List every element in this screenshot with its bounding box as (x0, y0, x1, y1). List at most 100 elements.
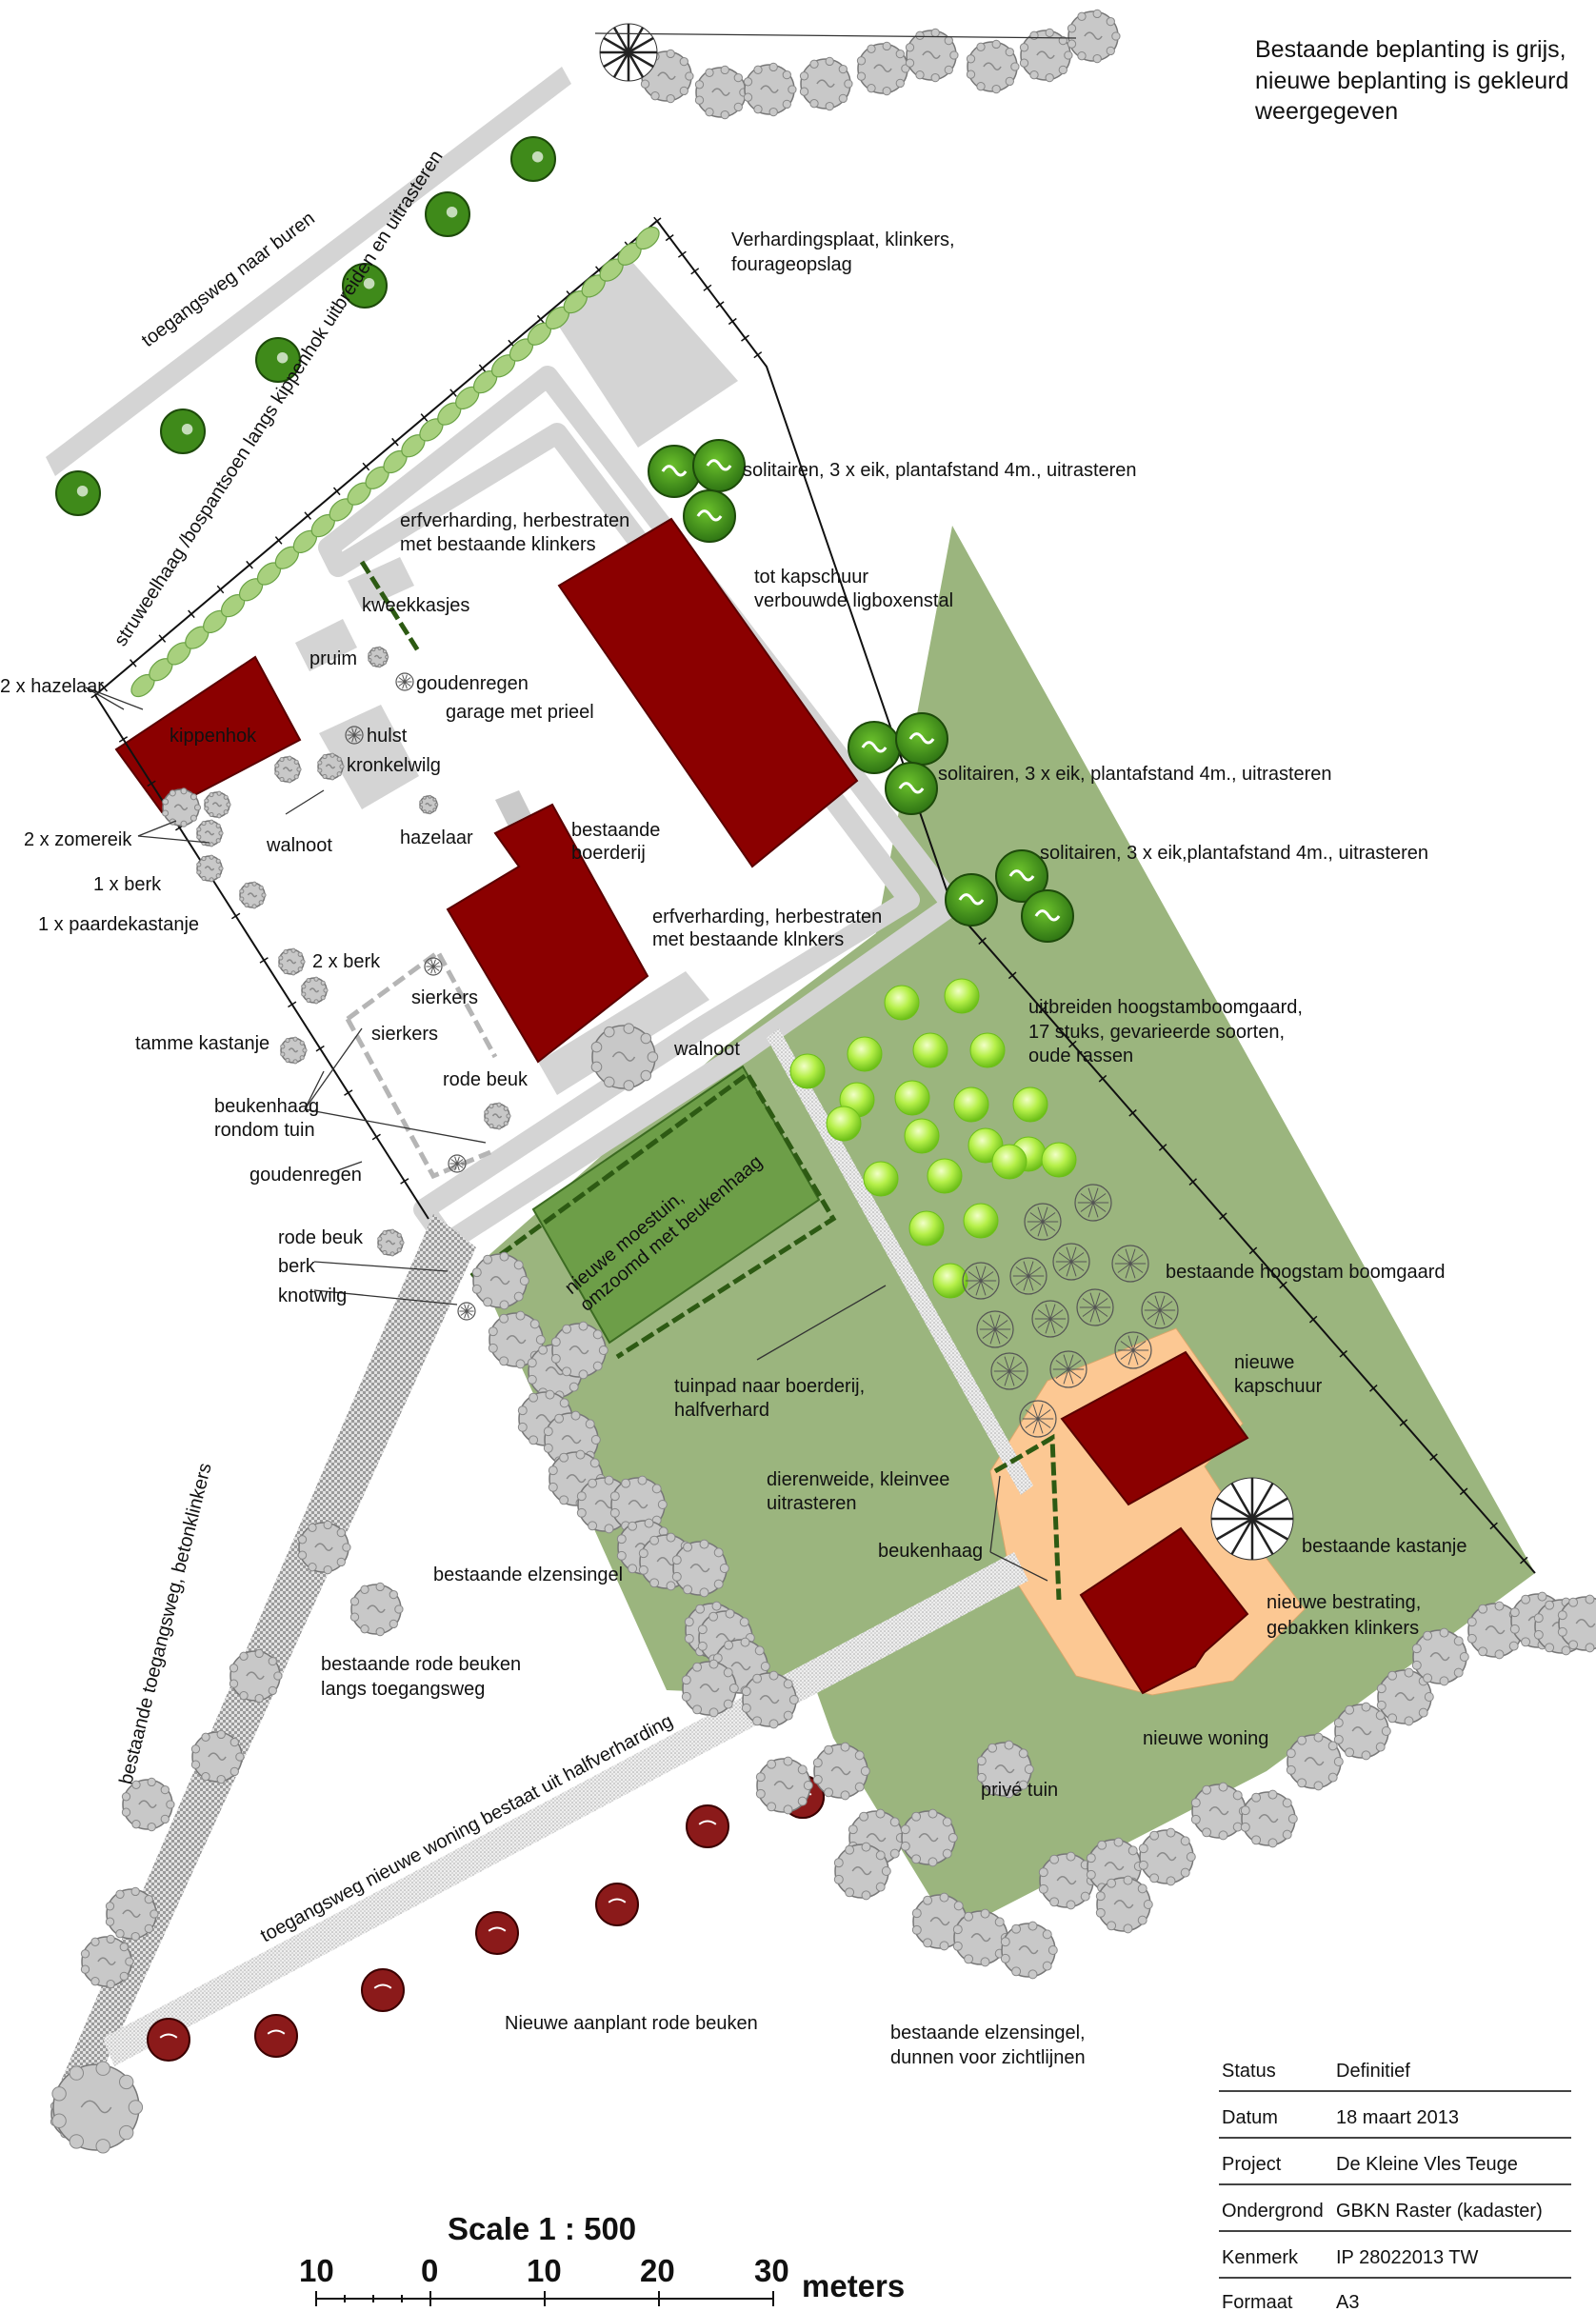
label-erfverharding-2a: erfverharding, herbestraten (652, 907, 882, 927)
title-block-key: Kenmerk (1222, 2247, 1299, 2268)
label-walnoot-2: walnoot (673, 1039, 740, 1060)
existing-alder (681, 1659, 739, 1718)
fruit-tree (953, 1086, 989, 1123)
label-bestaande-kastanje: bestaande kastanje (1302, 1536, 1466, 1557)
fruit-tree (884, 985, 920, 1021)
existing-alder (755, 1756, 813, 1815)
existing-alder (976, 1740, 1034, 1799)
existing-tree (743, 62, 797, 117)
fruit-tree (969, 1032, 1006, 1068)
title-block-key: Formaat (1222, 2292, 1293, 2312)
new-tree (55, 470, 101, 516)
fruit-tree (863, 1161, 899, 1197)
existing-orchard-tree (457, 1302, 476, 1321)
label-goudenregen-1: goudenregen (416, 673, 529, 694)
existing-red-beech (105, 1886, 159, 1942)
scale-tick-label: 20 (640, 2253, 675, 2288)
existing-tree (162, 787, 202, 827)
label-hulst: hulst (367, 726, 408, 747)
existing-alder (1240, 1789, 1298, 1848)
title-block-value: Definitief (1336, 2061, 1410, 2082)
verhardingsplaat (557, 252, 738, 448)
label-nieuwe-kapschuur-1: nieuwe (1234, 1352, 1294, 1373)
nieuwe-kapschuur-building (1060, 1350, 1249, 1506)
fruit-tree (847, 1036, 883, 1072)
toegangsweg-buren (46, 67, 571, 476)
new-oak-tree (692, 439, 746, 492)
scale-ticks (315, 2291, 774, 2306)
label-bestrating-2: gebakken klinkers (1267, 1618, 1419, 1639)
new-red-beech (147, 2018, 190, 2062)
label-nieuwe-kapschuur-2: kapschuur (1234, 1376, 1323, 1397)
existing-alder (1000, 1921, 1058, 1980)
label-rode-beuk-2: rode beuk (278, 1227, 364, 1248)
new-red-beech (361, 1968, 405, 2012)
property-boundary (90, 216, 1536, 1601)
existing-alder (1411, 1627, 1469, 1686)
label-erfverharding-1a: erfverharding, herbestraten (400, 510, 629, 531)
new-oak-tree (1021, 889, 1074, 943)
title-block-value: IP 28022013 TW (1336, 2247, 1478, 2268)
scale-tick-label: 10 (299, 2253, 334, 2288)
label-bestaande-boomgaard: bestaande hoogstam boomgaard (1166, 1262, 1446, 1283)
existing-tree (1067, 9, 1121, 64)
scale-tick-label: 0 (421, 2253, 438, 2288)
new-tree (342, 263, 388, 309)
label-boerderij-1: bestaande (571, 820, 660, 841)
label-goudenregen-2: goudenregen (249, 1165, 362, 1186)
leader-lines (85, 32, 1077, 1582)
legend-note-line-2: nieuwe beplanting is gekleurd (1255, 68, 1568, 94)
existing-red-beech (229, 1648, 283, 1704)
new-oak-tree (848, 721, 901, 774)
hedge-shrub (635, 226, 660, 250)
existing-tree (196, 819, 224, 847)
label-tuinpad-1: tuinpad naar boerderij, (674, 1376, 865, 1397)
title-block-value: A3 (1336, 2292, 1359, 2312)
label-kapschuur-2: verbouwde ligboxenstal (754, 590, 953, 611)
label-solitairen-1: solitairen, 3 x eik, plantafstand 4m., u… (743, 460, 1137, 481)
label-pruim: pruim (309, 648, 357, 669)
fruit-tree (826, 1106, 862, 1142)
title-block-value: GBKN Raster (kadaster) (1336, 2201, 1543, 2222)
farmyard-paving (318, 366, 963, 1253)
existing-hazel (419, 794, 439, 815)
label-rode-beuken-1: bestaande rode beuken (321, 1654, 521, 1675)
existing-tree (799, 56, 853, 111)
label-kapschuur-1: tot kapschuur (754, 567, 868, 588)
scale-unit: meters (802, 2268, 905, 2303)
existing-orchard-tree (962, 1262, 1000, 1300)
existing-red-beech (297, 1520, 351, 1575)
fruit-tree (908, 1210, 945, 1246)
label-beukenhaag-1: beukenhaag (214, 1096, 319, 1117)
existing-red-beech (121, 1777, 175, 1832)
label-dierenweide-2: uitrasteren (767, 1493, 857, 1514)
existing-alder (471, 1251, 529, 1310)
ligboxenstal-building (557, 517, 859, 868)
scale-title: Scale 1 : 500 (448, 2211, 636, 2246)
scale-bar: Scale 1 : 500 10 0 10 20 30 meters (299, 2211, 905, 2306)
label-sierkers-1: sierkers (411, 987, 478, 1008)
existing-orchard-tree (1141, 1291, 1179, 1329)
existing-orchard-tree (976, 1310, 1014, 1348)
existing-orchard-tree (1052, 1243, 1090, 1281)
existing-alder (833, 1842, 891, 1901)
scale-tick-label: 30 (754, 2253, 789, 2288)
new-red-beech (475, 1911, 519, 1955)
existing-orchard-tree (1111, 1245, 1149, 1283)
boundary-line (656, 220, 1536, 1574)
fruit-tree (894, 1080, 930, 1116)
label-knotwilg: knotwilg (278, 1286, 347, 1306)
existing-alder (741, 1670, 799, 1729)
label-erfverharding-1b: met bestaande klinkers (400, 534, 596, 555)
existing-tree (484, 1102, 511, 1130)
existing-tree (856, 41, 910, 96)
title-block-key: Status (1222, 2061, 1276, 2082)
existing-large-tree (51, 2061, 144, 2154)
label-zomereik: 2 x zomereik (24, 829, 132, 850)
scale-tick-label: 10 (527, 2253, 562, 2288)
toegangsweg-beton (59, 1214, 476, 2085)
existing-tree (280, 1036, 308, 1065)
label-berk: berk (278, 1256, 316, 1277)
label-elzensingel-2a: bestaande elzensingel, (890, 2023, 1086, 2043)
label-erfverharding-2b: met bestaande klnkers (652, 929, 844, 950)
